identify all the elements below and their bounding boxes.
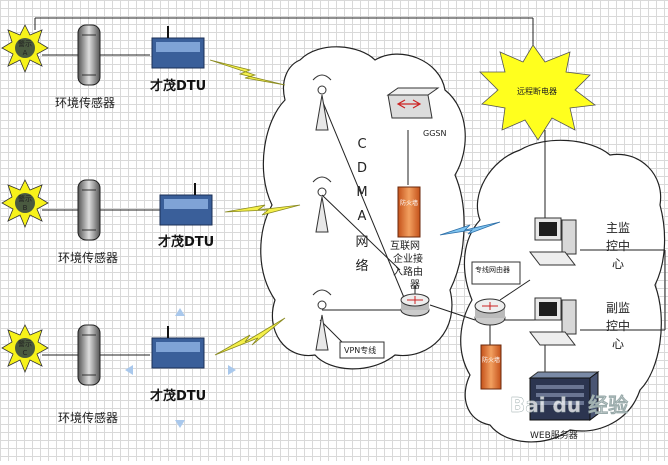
lightning-icon bbox=[439, 221, 501, 236]
alarm-letter: B bbox=[23, 204, 28, 212]
sensor-label-a: 环境传感器 bbox=[55, 95, 115, 110]
svg-text:络: 络 bbox=[355, 258, 368, 274]
alarm-badge-text: 警示 bbox=[18, 39, 32, 48]
alarm-a: 警示 A bbox=[1, 24, 49, 74]
sensor-device-icon bbox=[77, 324, 101, 386]
router-label-line1: 互联网 bbox=[390, 240, 420, 252]
vpn-label: VPN专线 bbox=[344, 345, 376, 355]
alarm-badge-text: 警示 bbox=[18, 194, 32, 203]
antenna-tower-icon bbox=[312, 289, 332, 351]
cdma-cloud bbox=[260, 46, 466, 370]
antenna-tower-icon bbox=[312, 74, 332, 131]
ggsn-switch-icon bbox=[386, 87, 440, 119]
firewall-icon-2: 防火墙 bbox=[480, 344, 502, 390]
svg-text:网: 网 bbox=[355, 235, 368, 250]
dtu-device-icon bbox=[151, 326, 205, 369]
remote-breaker: 远程断电器 bbox=[479, 44, 597, 141]
svg-text:A: A bbox=[358, 209, 367, 224]
sensor-label-b: 环境传感器 bbox=[58, 250, 118, 265]
dtu-device-icon bbox=[159, 183, 213, 226]
watermark: Bai du 经验 bbox=[510, 393, 628, 417]
wireless-links bbox=[209, 59, 501, 356]
svg-text:心: 心 bbox=[612, 257, 624, 271]
monitoring-cloud bbox=[460, 139, 666, 443]
remote-breaker-label: 远程断电器 bbox=[517, 86, 557, 96]
ggsn-label: GGSN bbox=[423, 129, 446, 138]
svg-text:控中: 控中 bbox=[606, 318, 630, 333]
dtu-devices bbox=[151, 26, 213, 369]
lightning-icon bbox=[224, 204, 301, 216]
main-monitor-label: 主监 控中 心 bbox=[606, 221, 630, 271]
starburst-icon bbox=[479, 44, 597, 141]
dedicated-router-label-box bbox=[471, 261, 521, 285]
svg-text:控中: 控中 bbox=[606, 238, 630, 253]
svg-text:C: C bbox=[357, 137, 366, 152]
sensor-label-c: 环境传感器 bbox=[58, 410, 118, 425]
connection-lines bbox=[34, 17, 666, 375]
svg-text:心: 心 bbox=[612, 337, 624, 351]
router-label-line2: 企业接 bbox=[393, 252, 423, 265]
sub-monitor-label: 副监 控中 心 bbox=[606, 301, 630, 351]
antenna-tower-icon bbox=[312, 176, 332, 233]
svg-text:D: D bbox=[357, 161, 367, 176]
router-label-line3: 入路由 bbox=[393, 265, 423, 278]
vpn-label-box bbox=[339, 341, 385, 359]
dtu-label-b: 才茂DTU bbox=[158, 234, 214, 250]
dtu-label-a: 才茂DTU bbox=[150, 78, 206, 94]
alarm-c: 警示 C bbox=[1, 324, 49, 374]
alarm-letter: A bbox=[23, 49, 28, 57]
selection-handles bbox=[125, 308, 236, 428]
sensor-device-icon bbox=[77, 179, 101, 241]
dtu-label-c: 才茂DTU bbox=[150, 388, 206, 404]
router-label-line4: 器 bbox=[410, 279, 420, 291]
svg-text:防火墙: 防火墙 bbox=[482, 356, 500, 364]
svg-text:防火墙: 防火墙 bbox=[400, 199, 418, 207]
alarm-b: 警示 B bbox=[1, 179, 49, 229]
sensor-device-icon bbox=[77, 24, 101, 86]
dedicated-router-label: 专线网由器 bbox=[475, 265, 510, 274]
base-stations bbox=[312, 74, 332, 351]
svg-text:主监: 主监 bbox=[606, 221, 630, 235]
web-server-label: WEB服务器 bbox=[530, 429, 578, 441]
lightning-icon bbox=[209, 59, 286, 86]
alarm-badge-text: 警示 bbox=[18, 339, 32, 348]
main-monitor-computer-icon bbox=[528, 217, 577, 266]
web-server-icon bbox=[528, 371, 600, 421]
dedicated-router-icon bbox=[474, 298, 506, 326]
lightning-icon bbox=[214, 317, 286, 356]
sensor-cylinders bbox=[77, 24, 101, 386]
cdma-network-label: C D M A 网 络 bbox=[355, 137, 368, 274]
dtu-device-icon bbox=[151, 26, 205, 69]
svg-text:M: M bbox=[356, 185, 367, 200]
firewall-icon: 防火墙 bbox=[397, 186, 421, 238]
sub-monitor-computer-icon bbox=[528, 297, 577, 346]
alarm-letter: C bbox=[23, 349, 28, 357]
router-icon bbox=[400, 293, 430, 317]
svg-text:副监: 副监 bbox=[606, 301, 630, 315]
